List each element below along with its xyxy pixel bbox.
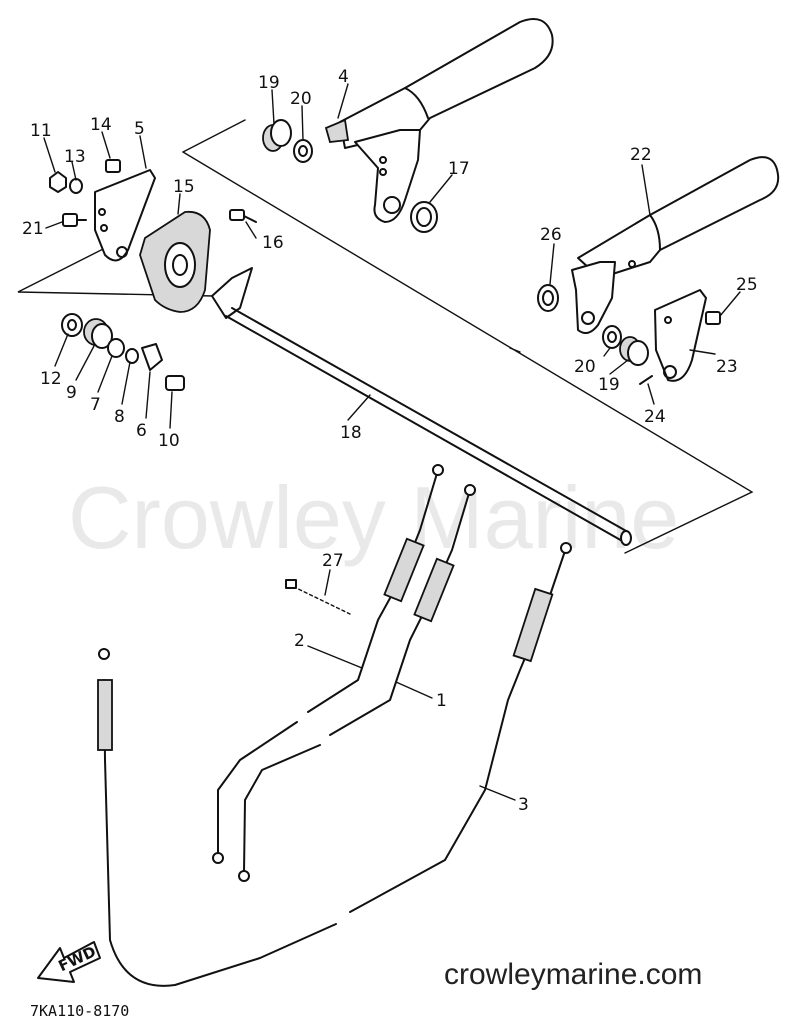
callout-1: 1 [436, 691, 447, 711]
callout-16: 16 [262, 233, 284, 253]
bushing-26[interactable] [537, 284, 559, 312]
callout-6: 6 [136, 421, 147, 441]
watermark: Crowley Marine [68, 468, 679, 567]
bolt-21[interactable] [62, 213, 87, 227]
forward-label: FWD [56, 942, 99, 975]
bolt-25[interactable] [705, 311, 721, 325]
pin-10[interactable] [165, 375, 185, 391]
callout-3: 3 [518, 795, 529, 815]
callout-9: 9 [66, 383, 77, 403]
bracket-5[interactable] [94, 169, 156, 262]
callout-14: 14 [90, 115, 112, 135]
washer-20-lower[interactable] [602, 325, 622, 349]
callout-21: 21 [22, 219, 44, 239]
washer-13[interactable] [69, 178, 83, 194]
grommet-19-lower[interactable] [619, 336, 649, 366]
callout-5: 5 [134, 119, 145, 139]
tie-wrap-27[interactable] [285, 579, 351, 615]
leader-lines [43, 83, 741, 801]
callout-20-upper: 20 [290, 89, 312, 109]
cable-1[interactable] [238, 484, 476, 882]
callout-12: 12 [40, 369, 62, 389]
website-footer: crowleymarine.com [444, 958, 702, 991]
steering-handle-22[interactable] [571, 156, 780, 335]
nut-11[interactable] [49, 171, 67, 193]
steering-handle-4[interactable] [324, 18, 554, 223]
callout-11: 11 [30, 121, 52, 141]
callout-10: 10 [158, 431, 180, 451]
cable-2[interactable] [212, 464, 444, 864]
washer-20-upper[interactable] [293, 139, 313, 163]
washer-12[interactable] [61, 313, 83, 337]
callout-7: 7 [90, 395, 101, 415]
callout-19-lower: 19 [598, 375, 620, 395]
callout-27: 27 [322, 551, 344, 571]
callout-8: 8 [114, 407, 125, 427]
bushing-7[interactable] [107, 338, 125, 358]
callout-19-upper: 19 [258, 73, 280, 93]
collar-9[interactable] [83, 318, 113, 349]
callout-20-lower: 20 [574, 357, 596, 377]
callouts: 4 19 20 11 14 5 13 15 21 17 22 16 26 25 … [22, 67, 758, 815]
callout-13: 13 [64, 147, 86, 167]
callout-17: 17 [448, 159, 470, 179]
shaft-18[interactable] [211, 267, 632, 546]
cover-15[interactable] [139, 210, 211, 313]
callout-26: 26 [540, 225, 562, 245]
assembly-boundary [17, 119, 754, 554]
clip-6[interactable] [141, 343, 163, 371]
bushing-17[interactable] [410, 201, 438, 233]
callout-4: 4 [338, 67, 349, 87]
callout-2: 2 [294, 631, 305, 651]
callout-25: 25 [736, 275, 758, 295]
callout-18: 18 [340, 423, 362, 443]
callout-22: 22 [630, 145, 652, 165]
drawing-code: 7KA110-8170 [30, 1002, 129, 1020]
screw-16[interactable] [229, 209, 257, 223]
callout-23: 23 [716, 357, 738, 377]
forward-arrow: FWD [37, 941, 101, 983]
bolt-14[interactable] [105, 159, 121, 173]
callout-15: 15 [173, 177, 195, 197]
bracket-23[interactable] [654, 289, 707, 382]
grommet-19-upper[interactable] [262, 119, 292, 152]
callout-24: 24 [644, 407, 666, 427]
cable-3[interactable] [97, 542, 572, 987]
pin-24[interactable] [639, 375, 653, 385]
spring-washer-8[interactable] [125, 348, 139, 364]
